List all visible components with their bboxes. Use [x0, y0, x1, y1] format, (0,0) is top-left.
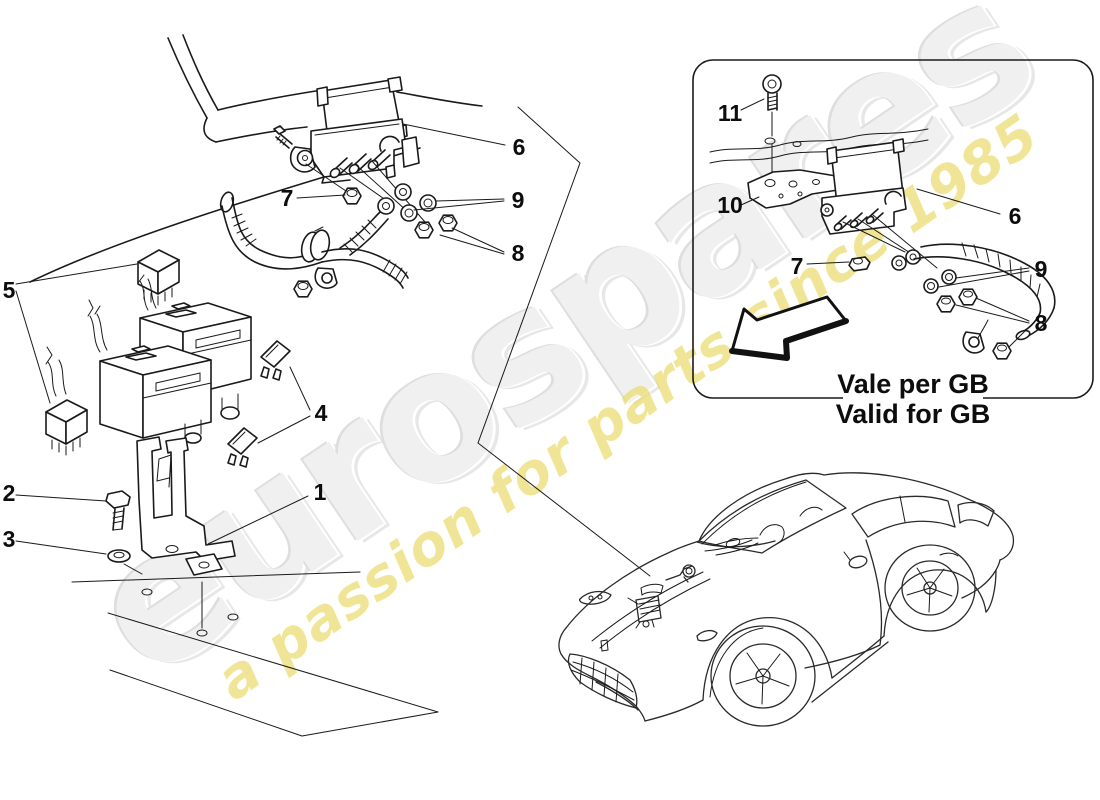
- relay-icons: [45, 249, 180, 456]
- leader-lines: [15, 123, 506, 555]
- inset-caption-english: Valid for GB: [836, 399, 991, 429]
- floor-panel-sketch: [71, 571, 439, 737]
- callout-3: 3: [3, 526, 16, 552]
- callout-2: 2: [3, 480, 16, 506]
- callout-4: 4: [315, 400, 328, 426]
- callout-labels: 1 2 3 4 5 6 7 8 9: [3, 134, 526, 552]
- callout-6: 6: [513, 134, 526, 160]
- front-wheel-icon: [710, 625, 816, 727]
- callout-7: 7: [281, 185, 294, 211]
- car-cowl-sensor: [665, 564, 696, 583]
- inset-caption-italian: Vale per GB: [837, 369, 989, 399]
- car-hood-ecu: [627, 595, 662, 629]
- inset-callout-11: 11: [718, 100, 743, 126]
- nut-icon: [342, 187, 362, 205]
- mounting-bracket-assembly: [105, 436, 239, 637]
- inset-gb: 11 10 6 7 9 8 Vale per GB Valid for GB: [692, 59, 1094, 429]
- direction-arrow-icon: [729, 295, 849, 361]
- main-diagram: 1 2 3 4 5 6 7 8 9: [3, 34, 651, 737]
- callout-9: 9: [512, 187, 525, 213]
- inset-callout-8: 8: [1035, 310, 1048, 336]
- car-illustration: [558, 472, 1015, 727]
- inset-ecu-assembly: [820, 138, 938, 272]
- ecu-bracket-assembly: [273, 76, 426, 223]
- bolt-icon: [273, 125, 293, 149]
- caption-backdrop: [843, 373, 983, 400]
- callout-8: 8: [512, 240, 525, 266]
- inset-bracket-10: [747, 169, 839, 209]
- inset-callout-10: 10: [717, 192, 743, 218]
- fuse-box-icons: [45, 274, 252, 444]
- inset-bolt-11: [762, 74, 782, 173]
- inset-callout-7: 7: [791, 253, 804, 279]
- inset-leader-lines: [740, 98, 1030, 348]
- car-pointer-line: [477, 106, 651, 577]
- inset-callout-6: 6: [1009, 203, 1022, 229]
- inset-callout-9: 9: [1035, 256, 1048, 282]
- blade-fuse-icons: [227, 340, 291, 468]
- callout-5: 5: [3, 277, 16, 303]
- callout-1: 1: [314, 479, 327, 505]
- rear-wheel-icon: [884, 544, 976, 632]
- hose-assembly: [219, 183, 458, 298]
- inset-hose-assembly: [891, 242, 1056, 360]
- inset-callout-labels: 11 10 6 7 9 8: [717, 100, 1047, 336]
